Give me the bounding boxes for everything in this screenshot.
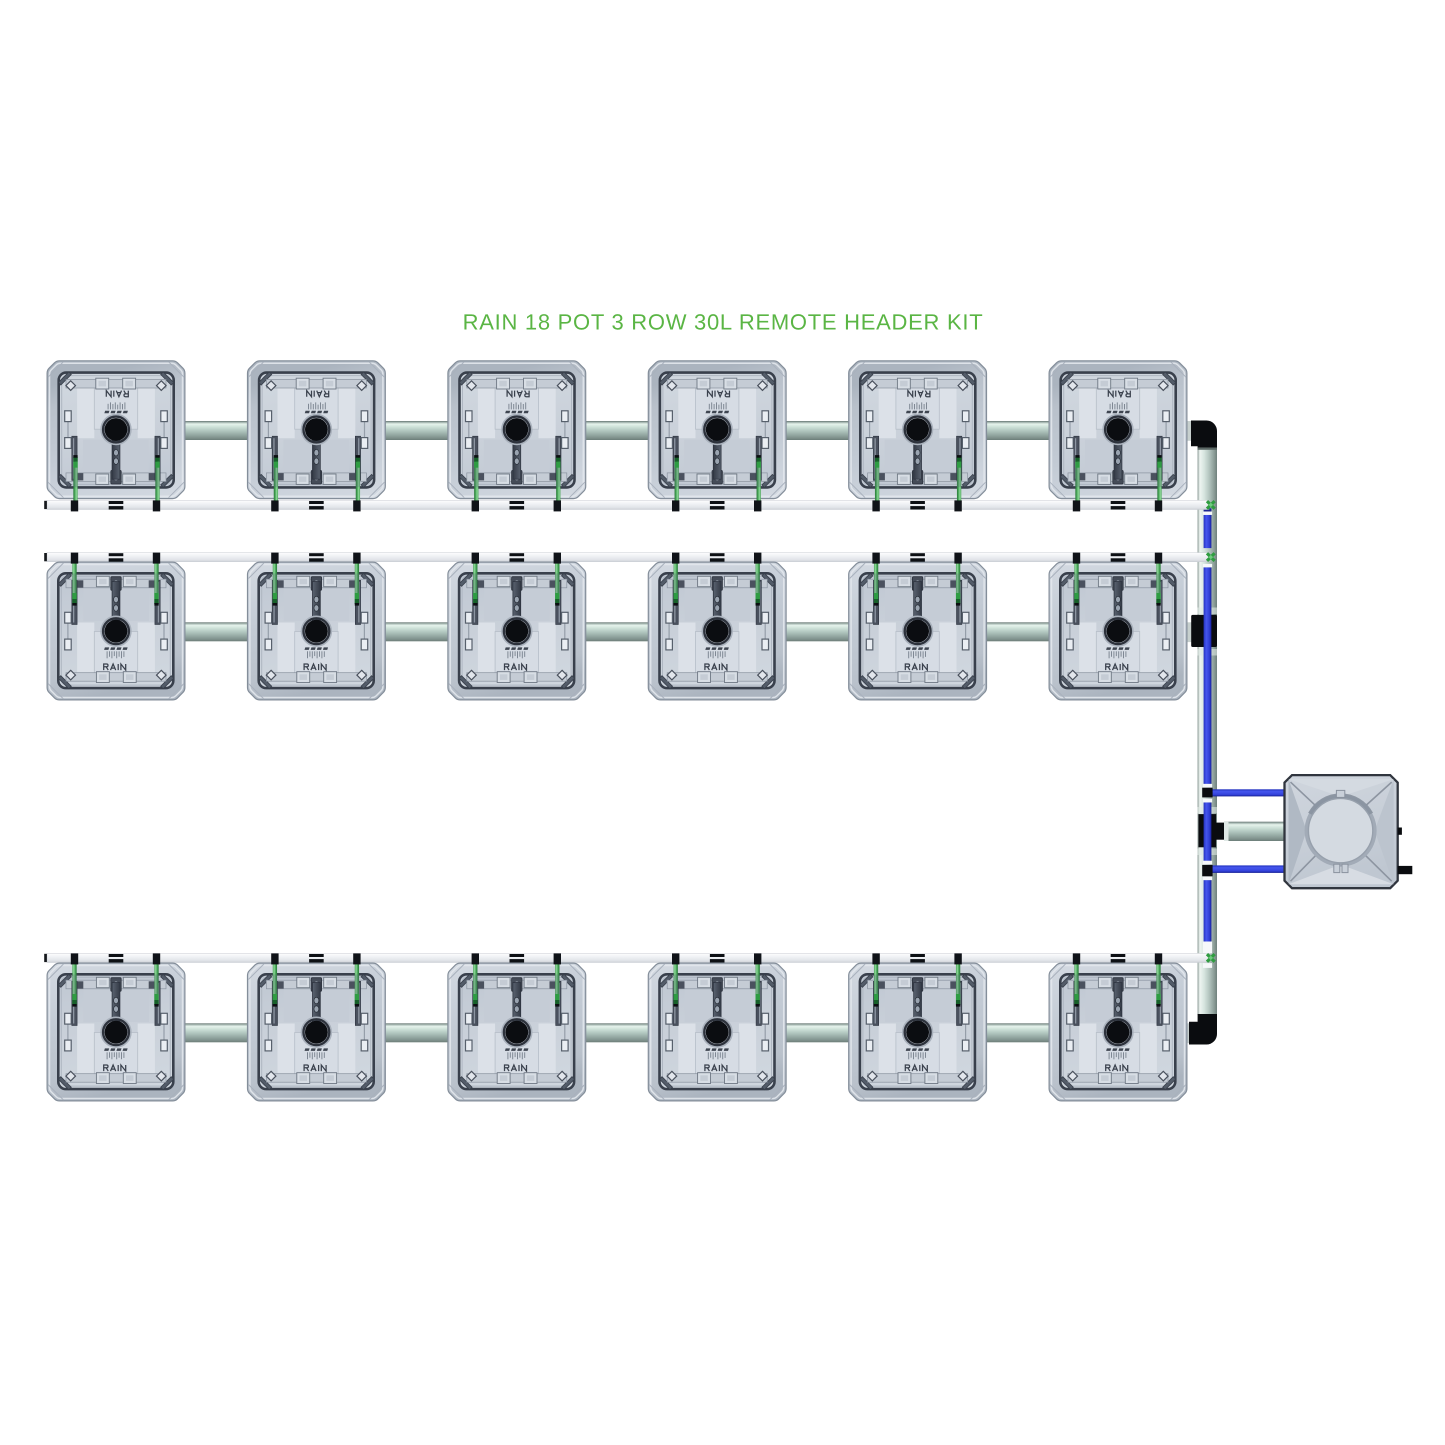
svg-text:RAIN 18 POT 3 ROW 30L REMOTE H: RAIN 18 POT 3 ROW 30L REMOTE HEADER KIT [463,310,984,335]
